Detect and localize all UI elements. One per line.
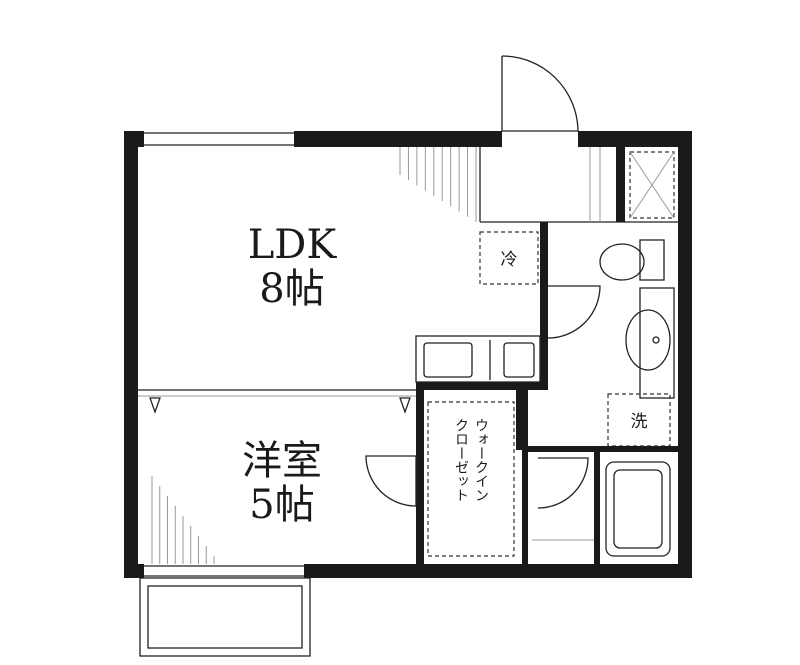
- western-room-name: 洋室: [242, 438, 322, 484]
- balcony: [139, 577, 311, 657]
- ldk-hatch: [399, 147, 477, 222]
- washroom: [522, 239, 678, 564]
- entry-area: [479, 147, 678, 223]
- wic-label-line1: ウォークイン: [473, 418, 489, 502]
- ldk-room-name: LDK: [248, 222, 338, 268]
- washer-label: 洗: [631, 412, 648, 432]
- fridge-label: 冷: [501, 250, 518, 270]
- kitchen: [415, 222, 548, 390]
- western-room-partition: [138, 389, 417, 507]
- wic-label-line2: クローゼット: [453, 418, 469, 502]
- western-room-size: 5帖: [249, 482, 314, 528]
- walk-in-closet: [416, 390, 524, 564]
- window-top: [144, 132, 294, 146]
- outer-walls: [124, 131, 692, 578]
- window-balcony: [144, 565, 304, 577]
- ldk-room-size: 8帖: [259, 266, 324, 312]
- bathroom: [532, 452, 671, 564]
- entrance-door: [501, 55, 579, 132]
- western-hatch: [151, 476, 215, 564]
